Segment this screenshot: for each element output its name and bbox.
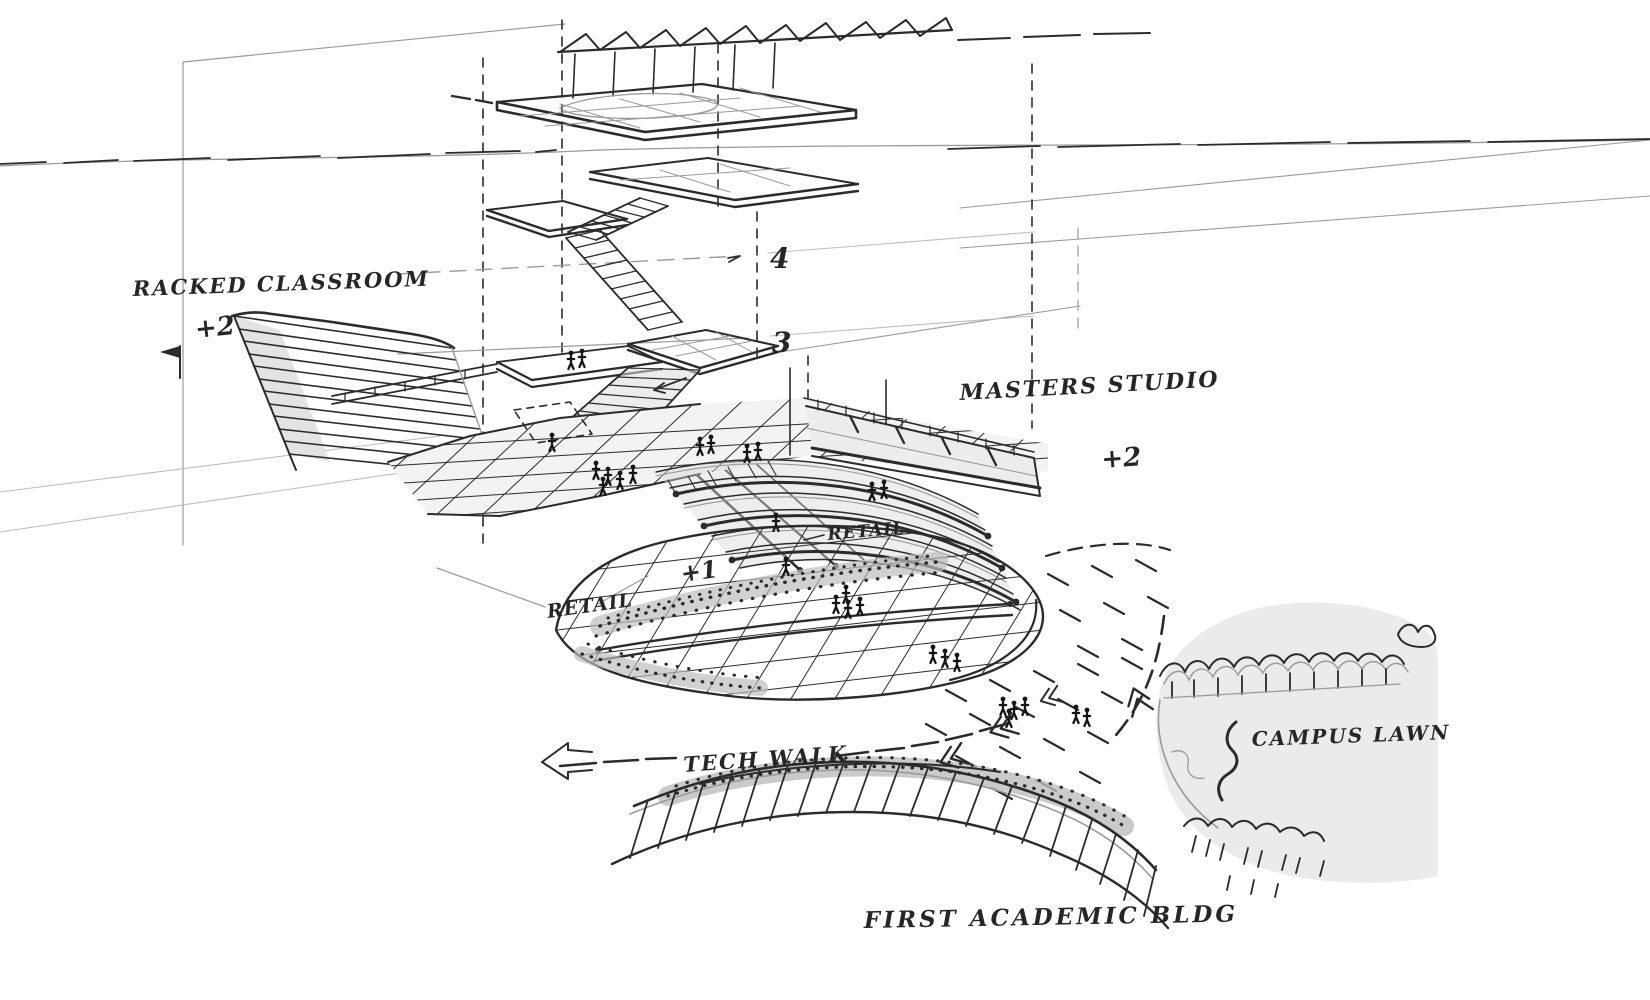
construction-lines <box>0 23 1650 546</box>
chevron-arrow-icon <box>1122 683 1155 718</box>
label-level-3: 3 <box>772 326 791 359</box>
label-first-academic-bldg: FIRST ACADEMIC BLDG <box>863 900 1239 934</box>
people-crossing <box>998 695 1092 729</box>
tech-walk-path <box>541 722 1008 780</box>
racked-classroom-terraces <box>160 311 497 476</box>
crosswalk-dashes <box>924 542 1172 801</box>
label-level-4: 4 <box>770 242 789 275</box>
chevron-arrow-icon <box>1036 684 1065 711</box>
leader-lines <box>436 534 825 608</box>
label-masters-studio-level: +2 <box>1100 442 1142 475</box>
marker-flag <box>160 345 181 379</box>
bridge-railing <box>331 363 498 405</box>
label-plaza-level: +1 <box>679 554 719 588</box>
level-line-3 <box>397 315 1035 355</box>
tower-dashed-lines <box>482 19 1033 547</box>
people-deck <box>928 643 962 673</box>
campus-lawn <box>1156 602 1438 898</box>
label-racked-classroom: RACKED CLASSROOM <box>131 266 430 301</box>
west-arrow-icon <box>541 742 593 780</box>
tree-scribbles <box>1157 623 1437 898</box>
lower-deck <box>554 524 1045 701</box>
planting-stipple <box>574 552 948 696</box>
horizon-line <box>0 32 1650 167</box>
label-racked-classroom-level: +2 <box>194 311 237 345</box>
sawtooth-roof <box>556 17 954 99</box>
direction-arrows <box>653 377 1155 774</box>
masters-studio-wing <box>803 397 1042 497</box>
small-arrow-icon <box>653 377 687 394</box>
level-line-4 <box>397 231 1035 275</box>
label-masters-studio: MASTERS STUDIO <box>958 366 1220 406</box>
first-academic-building <box>610 755 1170 930</box>
